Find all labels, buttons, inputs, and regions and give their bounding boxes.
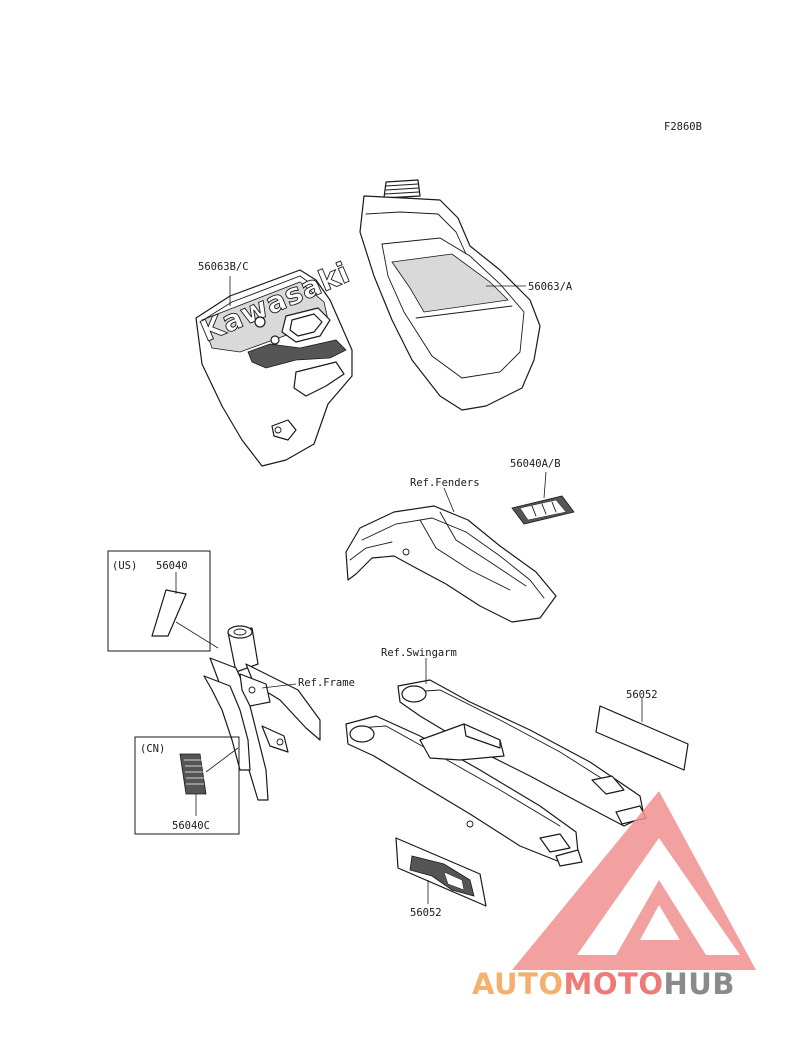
label-ref-frame: Ref.Frame [298, 677, 355, 689]
label-cn-decal: 56040C [172, 820, 210, 832]
watermark-text-hub: HUB [664, 967, 735, 1001]
figure-code: F2860B [664, 121, 702, 133]
watermark-text-moto: MOTO [564, 967, 664, 1001]
label-swingarm-decal-right: 56052 [626, 689, 658, 701]
watermark-triangle-icon [512, 791, 756, 970]
radiator-shroud: Kawasaki [195, 255, 355, 467]
swingarm [345, 658, 647, 867]
swingarm-decal-bottom [395, 837, 487, 907]
label-us-decal: 56040 [156, 560, 188, 572]
label-shroud: 56063B/C [198, 261, 249, 273]
cn-callout-box [134, 736, 240, 835]
us-callout-box [107, 550, 219, 652]
fender-decal [511, 471, 575, 525]
label-region-us: (US) [112, 560, 137, 572]
front-fender [345, 487, 557, 623]
label-swingarm-decal-bottom: 56052 [410, 907, 442, 919]
watermark-text-auto: AUTO [472, 967, 564, 1001]
label-fender-decal: 56040A/B [510, 458, 561, 470]
fuel-tank [359, 179, 541, 411]
label-region-cn: (CN) [140, 743, 165, 755]
svg-text:AUTOMOTOHUB: AUTOMOTOHUB [472, 967, 735, 1001]
watermark-logo: AUTOMOTOHUB [472, 791, 756, 1001]
label-ref-swingarm: Ref.Swingarm [381, 647, 457, 659]
frame [203, 625, 321, 801]
swingarm-decal-right [595, 698, 689, 771]
label-tank: 56063/A [528, 281, 573, 293]
label-ref-fenders: Ref.Fenders [410, 477, 480, 489]
